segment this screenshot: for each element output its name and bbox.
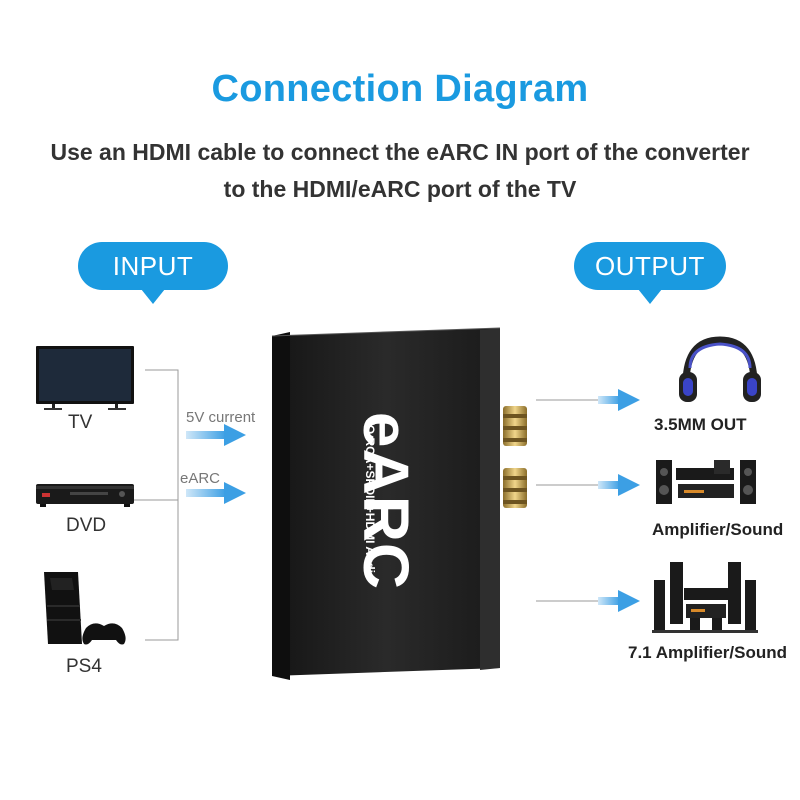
diagram-title: Connection Diagram — [211, 68, 589, 110]
diagram-subtitle: Use an HDMI cable to connect the eARC IN… — [50, 139, 750, 202]
speaker-system-icon — [656, 460, 756, 504]
input-device-label-tv: TV — [68, 412, 93, 433]
output-device-label-71: 7.1 Amplifier/Sound — [628, 643, 788, 662]
device-brand: eARC — [350, 411, 422, 591]
input-label: INPUT — [112, 250, 194, 281]
earc-converter-box — [271, 327, 501, 680]
output-device-label-35mm: 3.5MM OUT — [654, 415, 747, 434]
output-label: OUTPUT — [595, 250, 705, 281]
input-bubble: INPUT — [78, 242, 228, 304]
input-device-label-ps4: PS4 — [66, 656, 102, 677]
output-bubble: OUTPUT — [574, 242, 726, 304]
headphones-icon — [679, 336, 761, 402]
arrow-out-2 — [598, 474, 640, 496]
ps4-console-icon — [44, 572, 126, 645]
rca-port-top — [503, 406, 527, 446]
arrow-out-3 — [598, 590, 640, 612]
output-device-label-amplifier: Amplifier/Sound — [652, 520, 784, 539]
tv-icon — [36, 346, 134, 410]
input-bracket-lines — [130, 369, 179, 641]
connection-label-earc: eARC — [180, 470, 221, 487]
rca-port-bottom — [503, 468, 527, 508]
dvd-player-icon — [36, 484, 134, 507]
input-device-label-dvd: DVD — [66, 515, 107, 536]
arrow-5v — [186, 424, 246, 446]
arrow-earc — [186, 482, 246, 504]
output-lines — [536, 399, 600, 602]
arrow-out-1 — [598, 389, 640, 411]
surround-speaker-icon — [652, 562, 758, 633]
connection-label-5v: 5V current — [186, 409, 256, 426]
device-caption: TO RCA+SPDIF+HDMI Audio — [363, 417, 377, 581]
